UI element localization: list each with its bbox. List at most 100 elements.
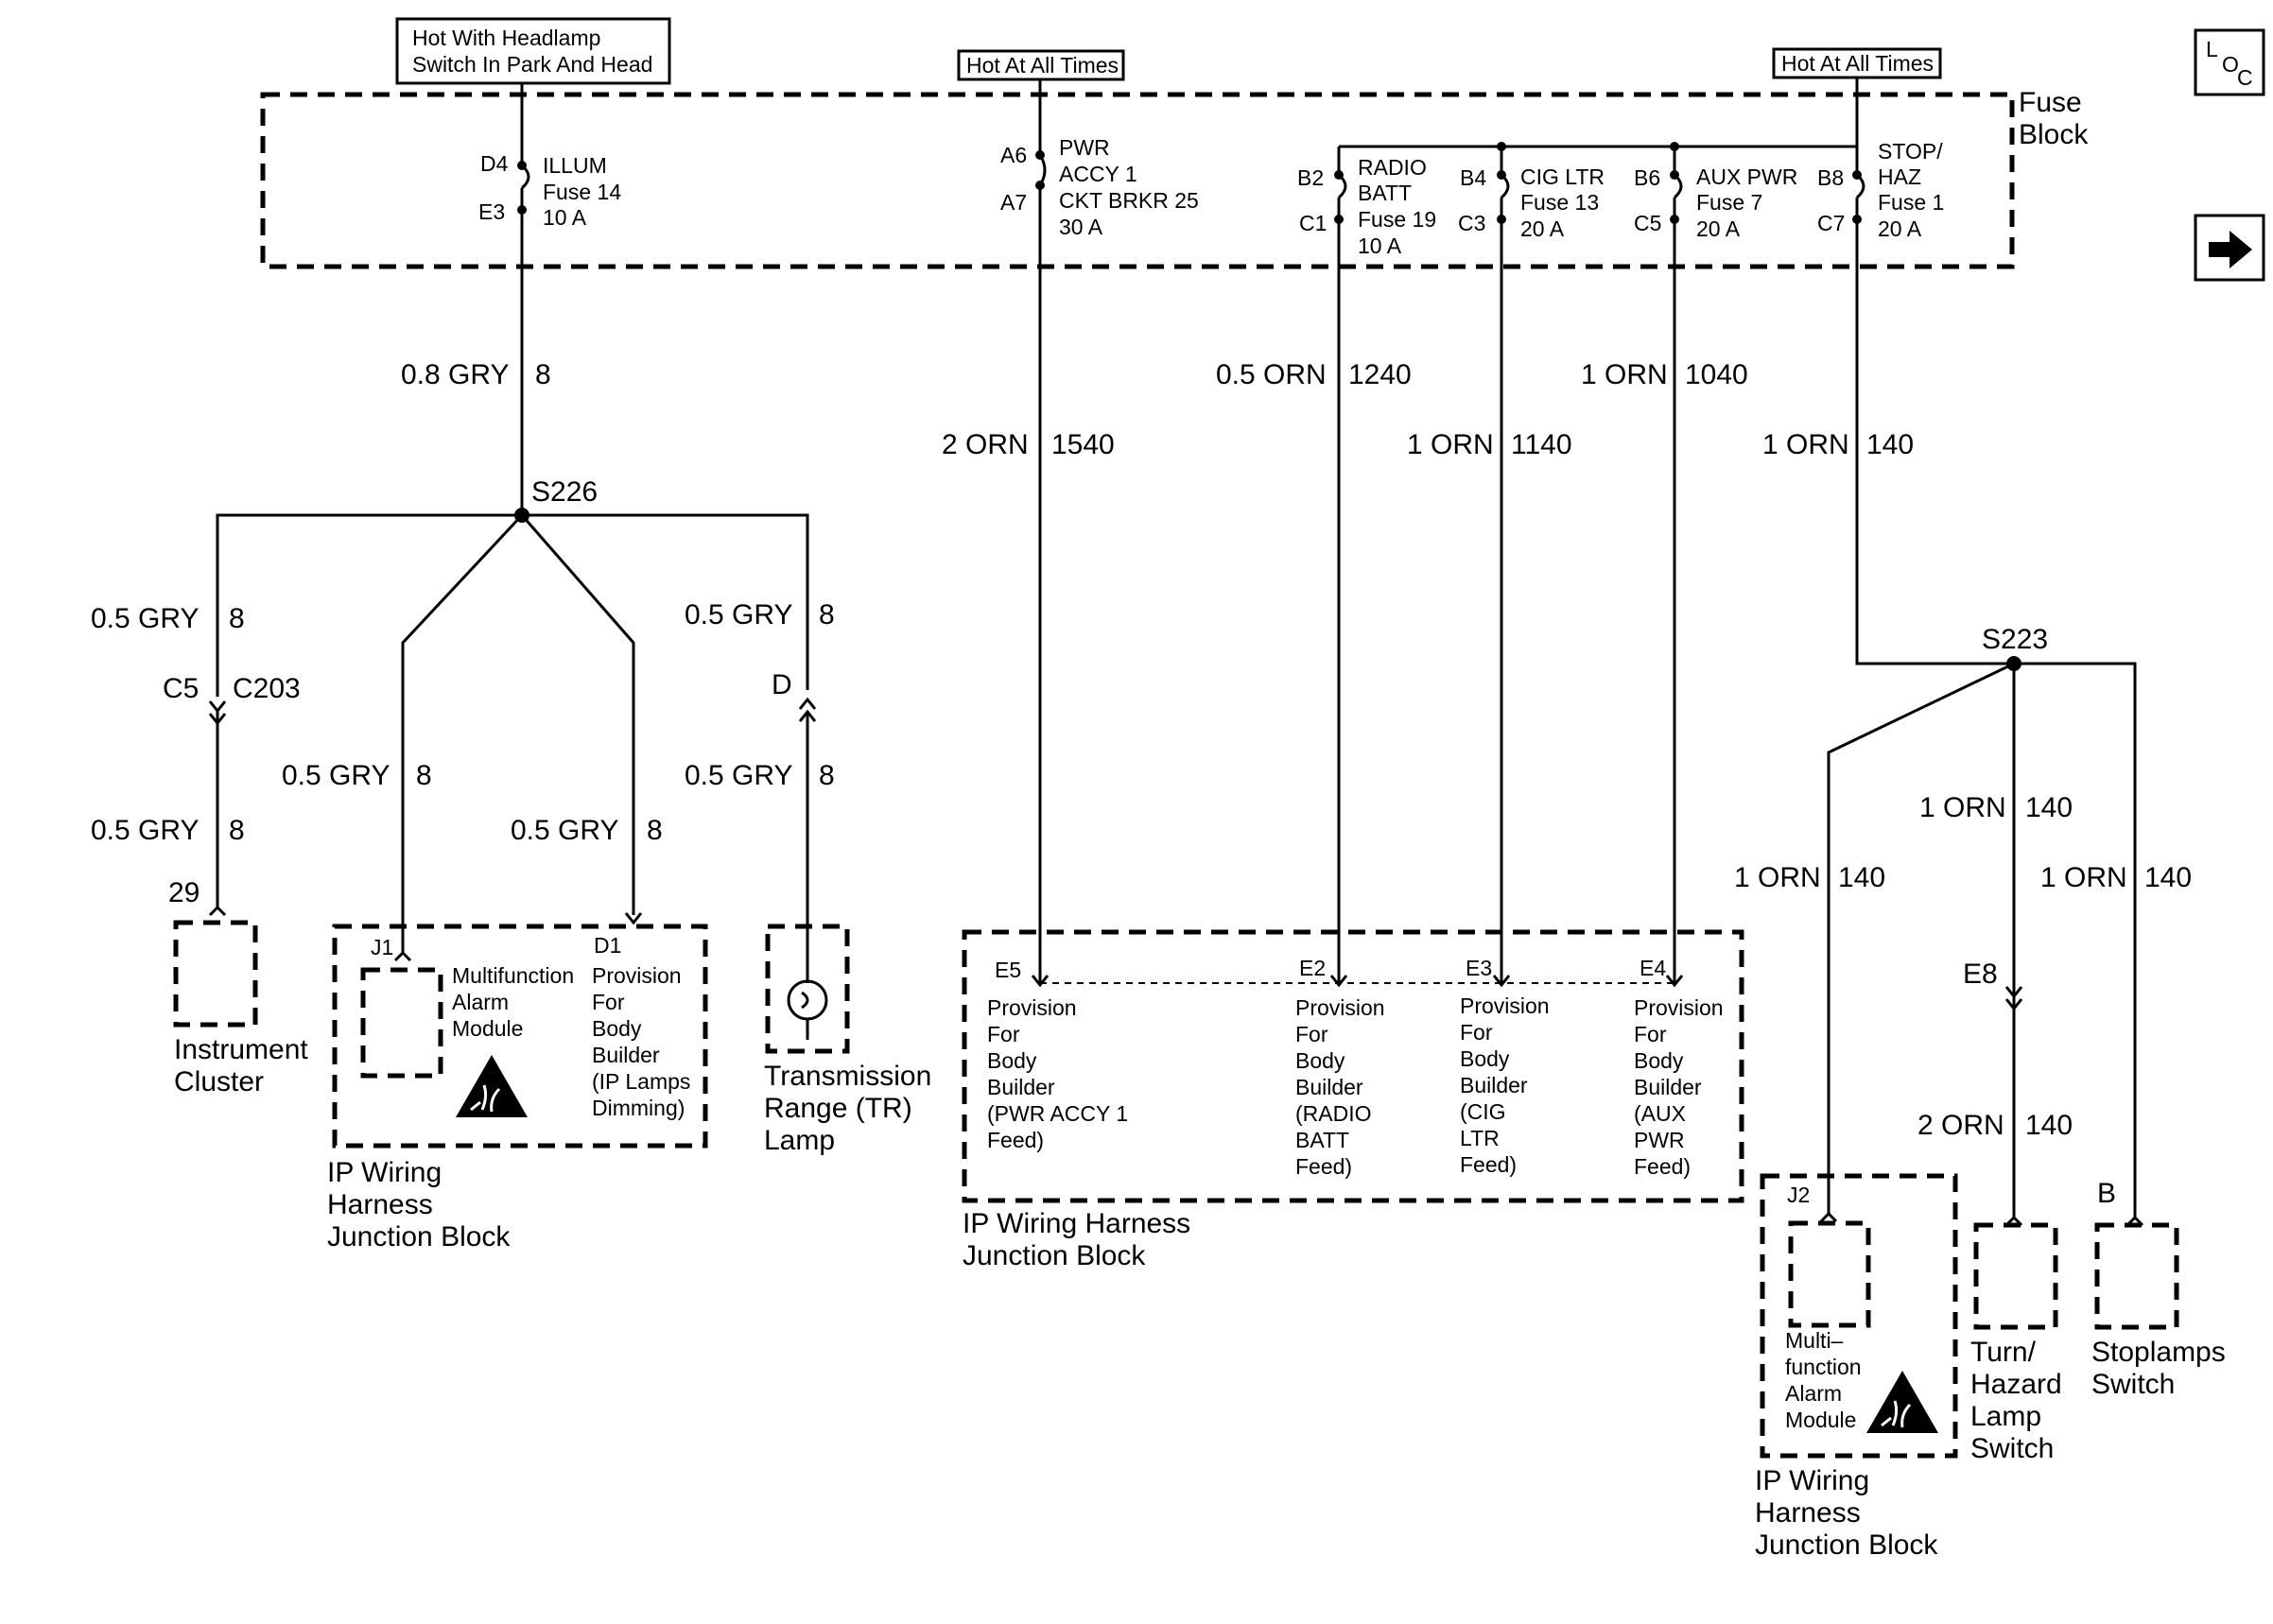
svg-text:O: O [2222, 52, 2239, 77]
svg-text:Fuse 7: Fuse 7 [1696, 190, 1762, 215]
svg-text:20 A: 20 A [1878, 216, 1922, 241]
svg-text:A6: A6 [1000, 143, 1027, 167]
wire-label: 0.5 GRY [91, 603, 200, 634]
connector-label: E3 [1466, 956, 1492, 980]
wire-circuit: 8 [819, 599, 835, 631]
turn-hazard-label: Lamp [1970, 1401, 2041, 1432]
svg-text:PWR: PWR [1059, 135, 1110, 160]
wire-stop-main [1855, 219, 2014, 665]
svg-text:10 A: 10 A [1358, 233, 1402, 258]
connector-label: C203 [233, 673, 301, 704]
svg-text:Builder: Builder [987, 1075, 1055, 1099]
wire-label: 1 ORN [1581, 359, 1668, 390]
svg-text:L: L [2206, 37, 2218, 61]
wire-label: 0.8 GRY [401, 359, 510, 390]
esd-warning-icon [1865, 1369, 1940, 1435]
splice-label: S226 [531, 476, 598, 508]
svg-text:Hot At All Times: Hot At All Times [966, 53, 1119, 78]
wire-circuit: 140 [2025, 1110, 2073, 1141]
alarm-module-right-box [1788, 1220, 1871, 1328]
loc-icon[interactable]: L O C [2194, 28, 2265, 96]
svg-text:C7: C7 [1817, 211, 1845, 235]
pin-terminal [1819, 1211, 1838, 1223]
svg-text:B4: B4 [1460, 165, 1486, 190]
arrow-right-icon[interactable] [2194, 214, 2265, 282]
svg-text:ILLUM: ILLUM [543, 153, 607, 178]
wire-j1-branch [401, 513, 524, 953]
tr-lamp-label: Transmission [764, 1061, 931, 1092]
svg-text:(RADIO: (RADIO [1295, 1101, 1372, 1126]
turn-hazard-label: Switch [1970, 1433, 2054, 1464]
connector-label: E8 [1963, 959, 1998, 990]
fuse-stop-haz: B8 C7 STOP/ HAZ Fuse 1 20 A [1817, 139, 1944, 241]
provision-dimming-label: Dimming) [592, 1096, 685, 1120]
connector-e8 [2004, 986, 2023, 1011]
svg-text:RADIO: RADIO [1358, 155, 1427, 180]
svg-text:Switch In Park And Head: Switch In Park And Head [412, 52, 652, 77]
svg-text:Feed): Feed) [1460, 1152, 1517, 1177]
provision-cig: Provision For Body Builder (CIG LTR Feed… [1460, 993, 1550, 1177]
svg-text:STOP/: STOP/ [1878, 139, 1943, 164]
connector-label: E2 [1299, 956, 1326, 980]
wire-circuit: 1240 [1348, 359, 1412, 390]
power-label-illum: Hot With Headlamp Switch In Park And Hea… [395, 17, 671, 85]
wire-circuit: 8 [647, 815, 663, 846]
svg-text:BATT: BATT [1295, 1128, 1349, 1152]
provision-aux: Provision For Body Builder (AUX PWR Feed… [1634, 995, 1724, 1179]
svg-text:Provision: Provision [987, 995, 1077, 1020]
alarm-module-right-label: Alarm [1785, 1381, 1842, 1406]
wire-circuit: 8 [535, 359, 551, 390]
instrument-cluster-box [173, 920, 258, 1028]
svg-text:Provision: Provision [1295, 995, 1385, 1020]
wire-label: 1 ORN [2040, 862, 2127, 893]
wire-label: 1 ORN [1919, 792, 2006, 823]
wire-label: 0.5 GRY [511, 815, 619, 846]
svg-text:Provision: Provision [1460, 993, 1550, 1018]
wire-circuit: 140 [2144, 862, 2192, 893]
svg-text:LTR: LTR [1460, 1126, 1500, 1150]
wire-circuit: 140 [1866, 429, 1914, 460]
svg-text:PWR: PWR [1634, 1128, 1685, 1152]
svg-text:Body: Body [1295, 1048, 1345, 1073]
pin-terminal [2004, 1215, 2023, 1227]
pin-terminal [624, 912, 643, 925]
svg-text:20 A: 20 A [1696, 216, 1741, 241]
svg-text:ACCY 1: ACCY 1 [1059, 162, 1137, 186]
connector-label: J1 [371, 935, 393, 959]
svg-text:(PWR ACCY 1: (PWR ACCY 1 [987, 1101, 1128, 1126]
provision-dimming-label: Body [592, 1016, 642, 1041]
wire-label: 0.5 GRY [685, 599, 793, 631]
ip-junction-block-right-label: IP Wiring [1755, 1465, 1869, 1496]
ip-junction-block-right-label: Harness [1755, 1497, 1861, 1529]
wire-circuit: 8 [416, 760, 432, 791]
svg-text:Body: Body [1460, 1046, 1510, 1071]
stoplamps-label: Switch [2091, 1369, 2175, 1400]
wire-circuit: 1540 [1051, 429, 1115, 460]
wire-label: 0.5 GRY [91, 815, 200, 846]
lamp-filament [801, 991, 809, 1010]
svg-text:Feed): Feed) [1295, 1154, 1352, 1179]
instrument-cluster-label: Instrument [174, 1034, 308, 1065]
wire-label: 2 ORN [942, 429, 1029, 460]
power-label-pwr: Hot At All Times [957, 49, 1125, 81]
svg-text:A7: A7 [1000, 190, 1027, 215]
fuse-block-outline [260, 92, 2015, 269]
svg-text:Hot With Headlamp: Hot With Headlamp [412, 26, 600, 50]
svg-text:E3: E3 [478, 199, 505, 224]
alarm-module-left-label: Multifunction [452, 963, 574, 988]
svg-text:Hot At All Times: Hot At All Times [1781, 51, 1934, 76]
turn-hazard-switch-box [1973, 1222, 2058, 1330]
wire-label: 1 ORN [1762, 429, 1849, 460]
wire-circuit: 1040 [1685, 359, 1748, 390]
ip-junction-block-mid-label: Junction Block [963, 1240, 1146, 1271]
ip-junction-block-mid [962, 929, 1744, 1203]
svg-text:B6: B6 [1634, 165, 1660, 190]
wire-circuit: 8 [819, 760, 835, 791]
svg-text:CIG LTR: CIG LTR [1520, 164, 1605, 189]
ip-junction-block-left-label: Junction Block [327, 1221, 511, 1253]
fuse-cig-ltr: B4 C3 CIG LTR Fuse 13 20 A [1458, 164, 1605, 241]
svg-text:Feed): Feed) [987, 1128, 1044, 1152]
wire-label: 1 ORN [1407, 429, 1494, 460]
splice-label: S223 [1982, 624, 2048, 655]
